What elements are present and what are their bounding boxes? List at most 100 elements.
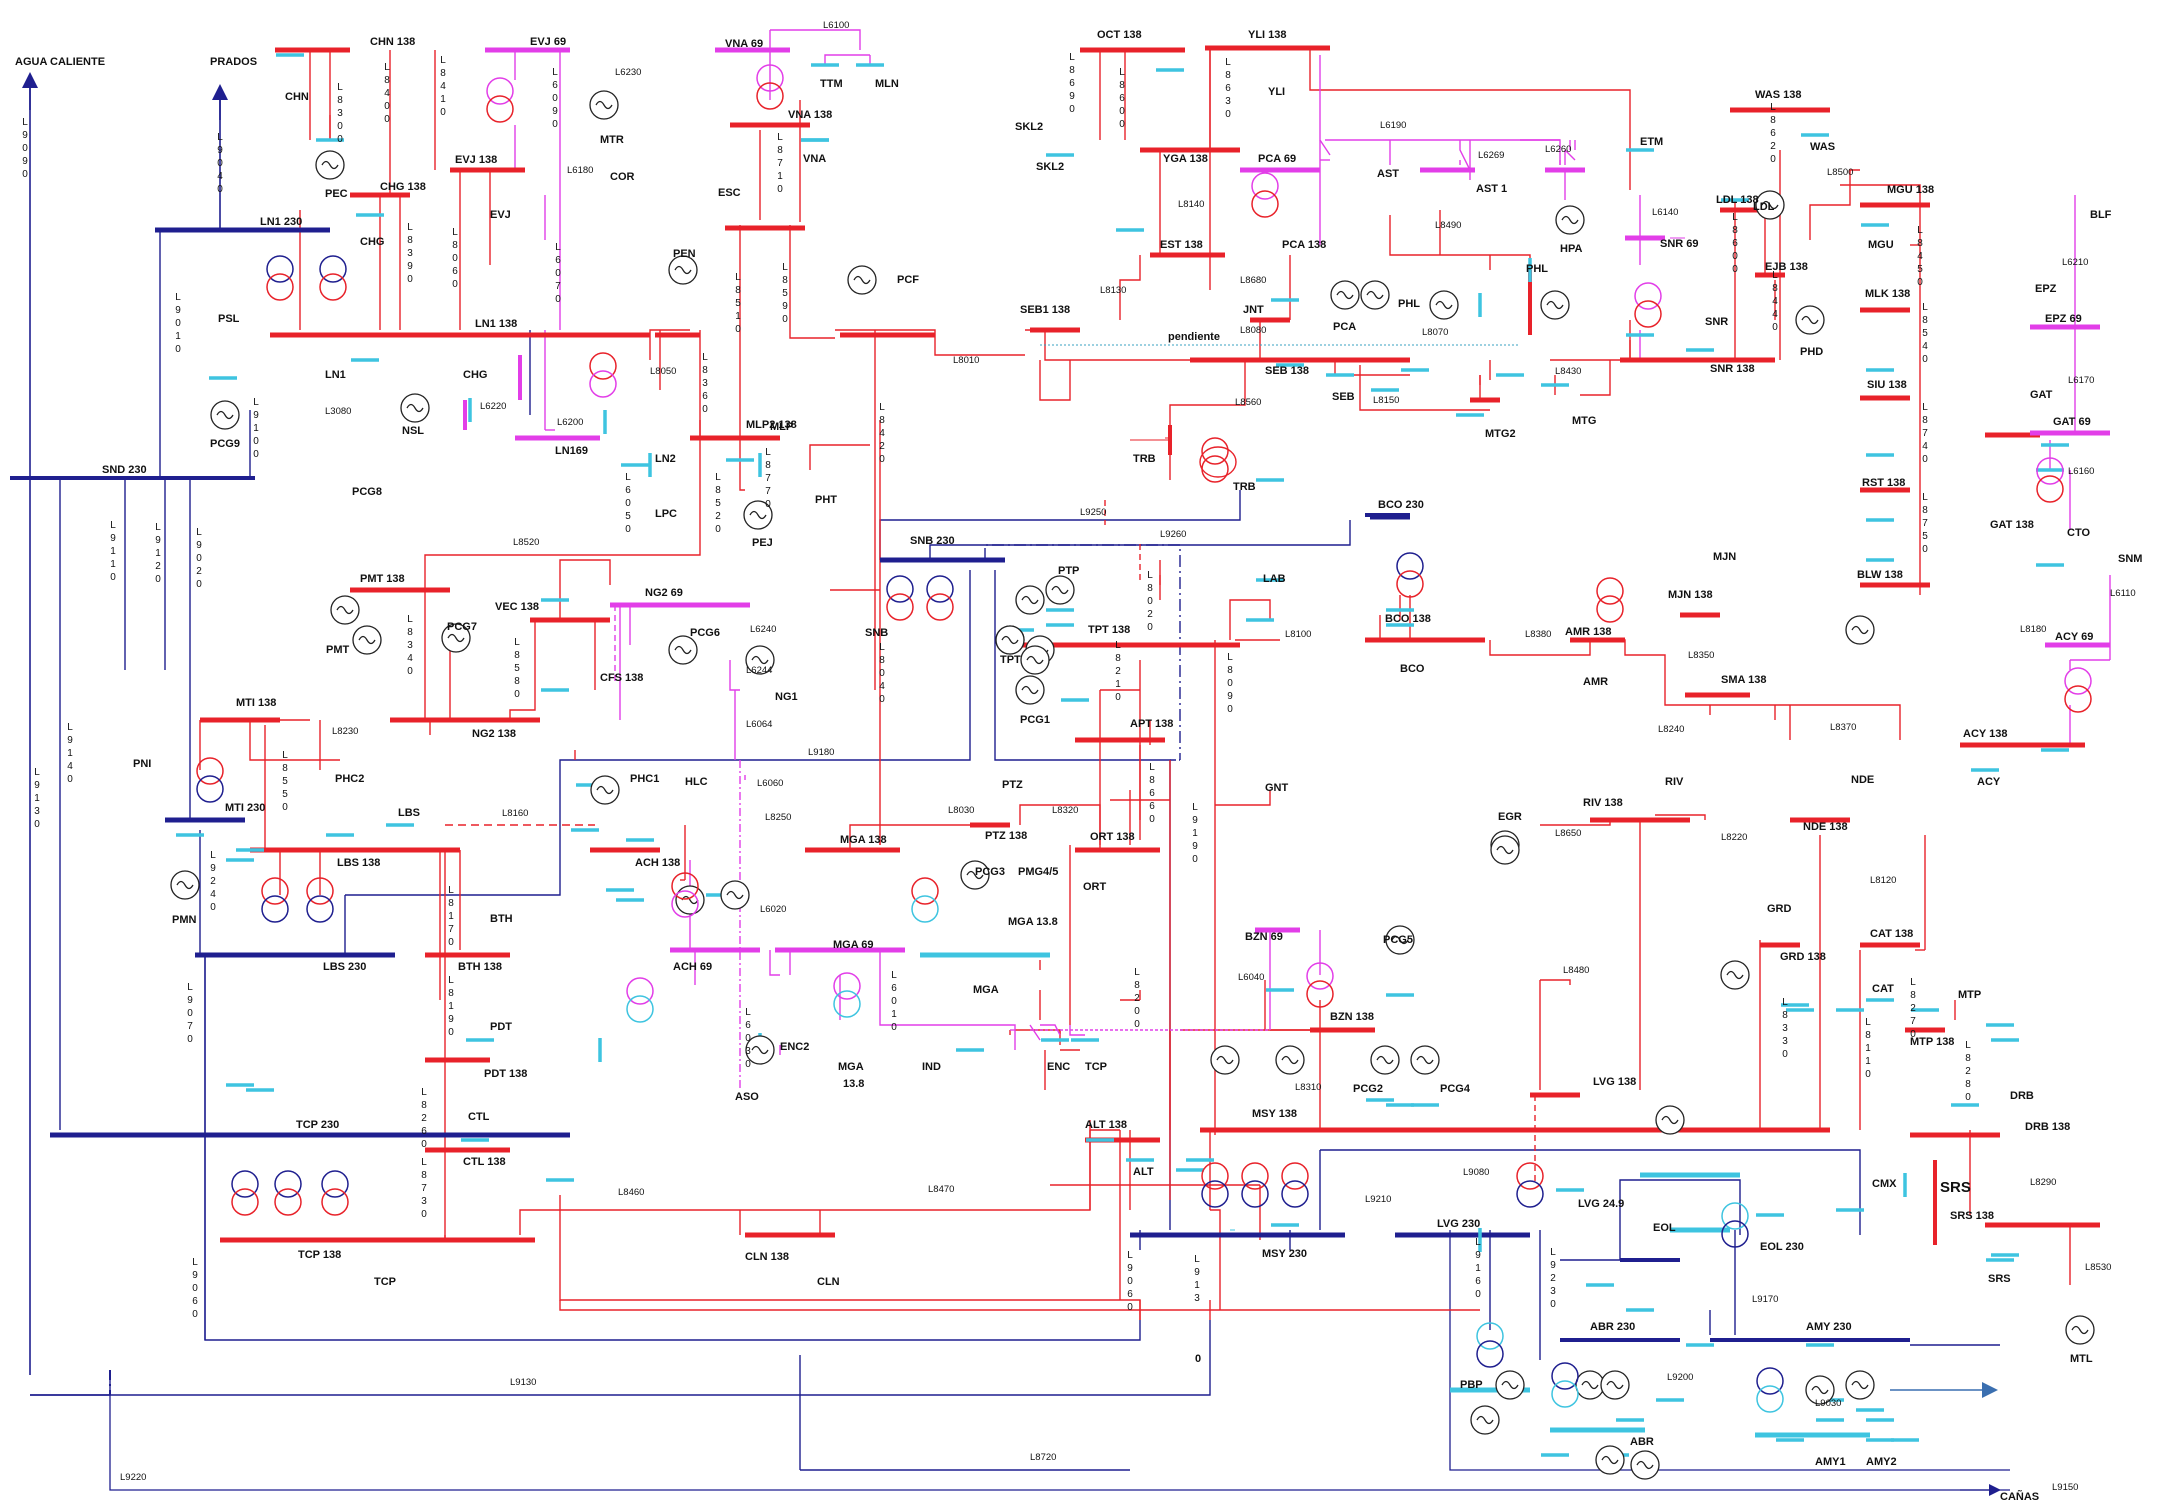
label-cmx: CMX xyxy=(1872,1178,1897,1190)
line-label-l8350: L8350 xyxy=(1688,650,1714,661)
line-label-char: 6 xyxy=(1225,83,1231,94)
line-label-char: 1 xyxy=(448,911,454,922)
generator-icon xyxy=(1015,585,1045,615)
winding-top xyxy=(1516,1162,1544,1190)
line-label-char: L xyxy=(421,1157,427,1168)
line-label-char: 0 xyxy=(22,143,28,154)
line-label-char: 8 xyxy=(1910,990,1916,1001)
winding-bottom xyxy=(196,775,224,803)
wire xyxy=(249,720,340,761)
line-label-char: 7 xyxy=(448,924,454,935)
winding-bottom xyxy=(589,370,617,398)
transformer-icon xyxy=(589,352,617,398)
label-pbp: PBP xyxy=(1460,1379,1483,1391)
label-zero: 0 xyxy=(1195,1353,1201,1365)
winding-top xyxy=(626,977,654,1005)
generator-icon xyxy=(1045,575,1075,605)
line-label-char: 0 xyxy=(891,1022,897,1033)
line-label-char: 8 xyxy=(421,1100,427,1111)
label-sma138: SMA 138 xyxy=(1721,674,1766,686)
label-pcg8: PCG8 xyxy=(352,486,382,498)
label-snb: SNB xyxy=(865,627,888,639)
generator-icon xyxy=(1015,675,1045,705)
winding-top xyxy=(911,877,939,905)
line-label-char: 8 xyxy=(448,988,454,999)
line-label-char: 4 xyxy=(1772,296,1778,307)
line-label-l8030: L8030 xyxy=(948,805,974,816)
winding-bottom xyxy=(266,273,294,301)
line-label-char: 1 xyxy=(67,748,73,759)
label-mga13b: 13.8 xyxy=(843,1078,864,1090)
label-mga138: MGA 138 xyxy=(840,834,887,846)
label-oct138: OCT 138 xyxy=(1097,29,1142,41)
label-pcg6: PCG6 xyxy=(690,627,720,639)
line-label-char: 9 xyxy=(1475,1250,1481,1261)
label-lvg230: LVG 230 xyxy=(1437,1218,1480,1230)
wire xyxy=(994,570,1171,1230)
transformer-icon xyxy=(756,64,784,110)
line-label-char: 6 xyxy=(625,485,631,496)
winding-top xyxy=(306,877,334,905)
label-ptp: PTP xyxy=(1058,565,1079,577)
winding-bottom xyxy=(231,1188,259,1216)
wire xyxy=(30,1320,1211,1396)
line-label-char: 2 xyxy=(879,441,885,452)
generator-wave xyxy=(1761,200,1779,210)
label-mjn: MJN xyxy=(1713,551,1736,563)
line-label-char: L xyxy=(22,117,28,128)
label-amr: AMR xyxy=(1583,676,1608,688)
line-label-char: 4 xyxy=(440,81,446,92)
label-mjn138: MJN 138 xyxy=(1668,589,1713,601)
winding-top xyxy=(1756,1367,1784,1395)
line-label-char: L xyxy=(715,472,721,483)
line-label-l8320: L8320 xyxy=(1052,805,1078,816)
transformer-icon xyxy=(911,877,939,923)
line-label-char: 0 xyxy=(1127,1302,1133,1313)
generator-icon xyxy=(1795,305,1825,335)
generator-icon xyxy=(1845,1370,1875,1400)
line-label-char: 0 xyxy=(192,1309,198,1320)
line-label-l8560: L8560 xyxy=(1235,397,1261,408)
wire xyxy=(1489,640,1591,656)
line-label-char: L xyxy=(440,55,446,66)
generator-icon xyxy=(1845,615,1875,645)
label-ind: IND xyxy=(922,1061,941,1073)
line-label-char: L xyxy=(67,722,73,733)
line-label-char: 8 xyxy=(777,145,783,156)
wire xyxy=(849,824,975,850)
winding-top xyxy=(2036,457,2064,485)
line-label-char: 1 xyxy=(34,793,40,804)
line-label-char: L xyxy=(1149,762,1155,773)
winding-bottom xyxy=(306,895,334,923)
line-label-char: 3 xyxy=(1550,1286,1556,1297)
devices xyxy=(22,53,2095,1496)
label-epz: EPZ xyxy=(2035,283,2057,295)
winding-top xyxy=(756,64,784,92)
line-label-char: 9 xyxy=(1069,91,1075,102)
label-ejb138: EJB 138 xyxy=(1765,261,1808,273)
label-mga69: MGA 69 xyxy=(833,939,874,951)
label-ln1: LN1 xyxy=(325,369,346,381)
label-cat: CAT xyxy=(1872,983,1894,995)
label-jnt: JNT xyxy=(1243,304,1264,316)
label-amy1: AMY1 xyxy=(1815,1456,1846,1468)
line-label-char: 8 xyxy=(337,95,343,106)
line-label-char: 8 xyxy=(1069,65,1075,76)
generator-wave xyxy=(1851,625,1869,635)
line-label-char: 7 xyxy=(1910,1016,1916,1027)
label-evj: EVJ xyxy=(490,209,511,221)
label-pht: PHT xyxy=(815,494,837,506)
line-label-l8680: L8680 xyxy=(1240,275,1266,286)
line-label-char: 6 xyxy=(1149,801,1155,812)
label-gnt: GNT xyxy=(1265,782,1289,794)
line-label-char: 7 xyxy=(765,473,771,484)
line-label-char: 2 xyxy=(1147,609,1153,620)
line-label-char: 0 xyxy=(1225,109,1231,120)
line-label-char: 1 xyxy=(1475,1263,1481,1274)
